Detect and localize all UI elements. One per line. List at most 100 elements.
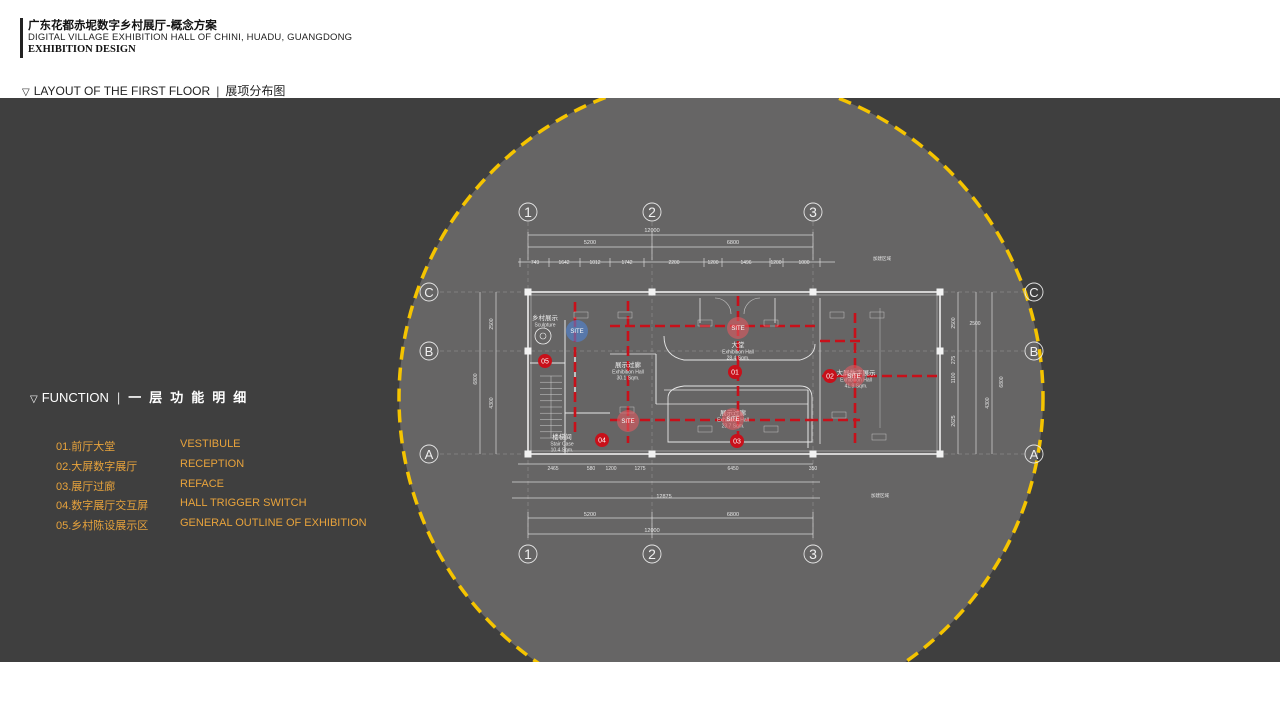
- marker-circle: [823, 369, 837, 383]
- site-glow: [727, 317, 749, 339]
- site-glow: [722, 408, 744, 430]
- site-label: SITE: [570, 329, 583, 335]
- marker-label: 05: [541, 359, 549, 366]
- building-inner-outline: [530, 294, 938, 452]
- dimension-label: 4300: [489, 397, 495, 408]
- axis-bubble: [1024, 282, 1044, 302]
- function-item-cn: 05.乡村陈设展示区: [56, 520, 149, 533]
- axis-bubble: [803, 202, 823, 222]
- axis-label: 3: [809, 546, 817, 562]
- focus-circle: [397, 98, 1045, 662]
- marker-circle: [728, 365, 742, 379]
- curved-partition: [667, 385, 813, 443]
- device-tag: [617, 311, 633, 319]
- axis-label: 2: [648, 204, 656, 220]
- axis-label: B: [1030, 344, 1039, 359]
- room-label-en: Exhibition Hall: [722, 350, 754, 356]
- axis-label: C: [424, 285, 433, 300]
- room-label-cn: 大堂: [732, 340, 746, 349]
- structural-column: [524, 288, 532, 296]
- axis-bubble: [419, 444, 439, 464]
- function-title-cn: 一层功能明细: [128, 390, 255, 405]
- device-tag: [697, 319, 713, 327]
- door-swing: [743, 297, 761, 315]
- marker-label: 02: [826, 374, 834, 381]
- function-item-en: RECEPTION: [180, 457, 245, 470]
- function-separator: |: [116, 390, 121, 405]
- dimension-label: 2500: [489, 318, 495, 329]
- axis-label: 1: [524, 546, 532, 562]
- dimension-label: 1496: [740, 260, 751, 266]
- dimension-label: 1100: [951, 372, 957, 383]
- section-title-en: LAYOUT OF THE FIRST FLOOR: [33, 84, 211, 98]
- marker-circle: [595, 433, 609, 447]
- section-title: ▽LAYOUT OF THE FIRST FLOOR|展项分布图: [22, 82, 285, 99]
- structural-column: [809, 450, 817, 458]
- function-item-cn: 01.前厅大堂: [56, 441, 116, 453]
- room-label-cn: 乡村展示: [532, 313, 559, 322]
- axis-bubble: [1024, 444, 1044, 464]
- structural-column: [648, 288, 656, 296]
- dimension-label: 5200: [584, 240, 596, 246]
- axis-label: A: [1030, 447, 1039, 462]
- room-area-label: 10.4 Sqm.: [551, 448, 574, 454]
- axis-label: A: [425, 447, 434, 462]
- axis-label: B: [425, 344, 434, 359]
- device-tag: [697, 425, 713, 433]
- header: 广东花都赤坭数字乡村展厅-概念方案 DIGITAL VILLAGE EXHIBI…: [0, 0, 1280, 98]
- axis-label: 1: [524, 204, 532, 220]
- function-title-en: FUNCTION: [41, 390, 109, 405]
- axis-label: C: [1029, 285, 1038, 300]
- device-tag: [763, 425, 779, 433]
- dimension-label: 1200: [707, 260, 718, 266]
- dimension-label: 1742: [621, 260, 632, 266]
- marker-circle: [538, 354, 552, 368]
- function-item-en: REFACE: [180, 477, 225, 490]
- structural-column: [648, 450, 656, 458]
- function-title: ▽FUNCTION|一层功能明细: [30, 387, 254, 406]
- structural-column: [524, 450, 532, 458]
- function-item-en: GENERAL OUTLINE OF EXHIBITION: [180, 517, 367, 530]
- axis-bubble: [1024, 341, 1044, 361]
- title-accent-bar: [20, 18, 23, 58]
- structural-column: [936, 347, 944, 355]
- dimension-label: 350: [809, 466, 818, 472]
- marker-circle: [730, 434, 744, 448]
- axis-bubble: [642, 544, 662, 564]
- note-label: 加建区域: [871, 492, 889, 499]
- marker-label: 01: [731, 370, 739, 377]
- tree-symbol: [539, 332, 547, 340]
- device-tag: [573, 311, 589, 319]
- dimension-label: 275: [951, 356, 957, 365]
- marker-label: 03: [733, 439, 741, 446]
- building-outline: [527, 291, 941, 455]
- site-glow: [617, 410, 639, 432]
- site-label: SITE: [621, 419, 634, 425]
- device-tag: [869, 311, 885, 319]
- dimension-label: 6800: [727, 240, 739, 246]
- site-glow: [566, 320, 588, 342]
- dimension-label: 6800: [999, 376, 1005, 387]
- dimension-label: 6800: [473, 373, 479, 384]
- dimension-label: 2625: [951, 415, 957, 426]
- dimension-label: 1000: [798, 260, 809, 266]
- dimension-label: 2200: [668, 260, 679, 266]
- dimension-label: 6800: [727, 512, 739, 518]
- axis-bubble: [419, 341, 439, 361]
- function-item-cn: 03.展厅过廊: [56, 480, 116, 493]
- dimension-label: 12875: [656, 494, 671, 500]
- project-title-cn: 广东花都赤坭数字乡村展厅-概念方案: [28, 18, 217, 32]
- dimension-label: 12000: [644, 228, 659, 234]
- dimension-label: 2465: [547, 466, 558, 472]
- curved-partition: [663, 335, 816, 361]
- axis-label: 3: [809, 204, 817, 220]
- function-item-cn: 02.大屏数字展厅: [56, 460, 138, 473]
- dimension-label: 5200: [584, 512, 596, 518]
- room-label-cn: 展示过廊: [615, 360, 642, 369]
- structural-column: [809, 288, 817, 296]
- dimension-label: 2500: [951, 317, 957, 328]
- room-area-label: 28.4 Sqm.: [727, 356, 750, 362]
- function-item-cn: 04.数字展厅交互屏: [56, 500, 149, 513]
- dimension-label: 4300: [985, 397, 991, 408]
